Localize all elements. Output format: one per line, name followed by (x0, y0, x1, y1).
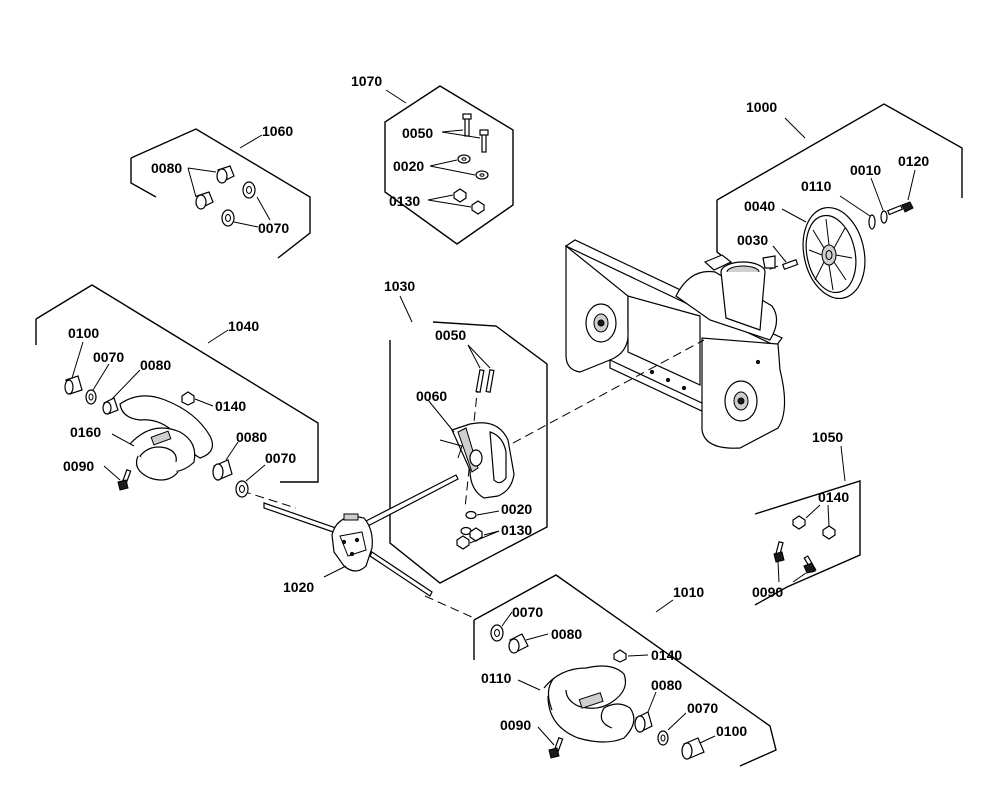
label-0120: 0120 (898, 153, 929, 169)
label-1000: 1000 (746, 99, 777, 115)
label-1030: 1030 (384, 278, 415, 294)
label-0070-a: 0070 (258, 220, 289, 236)
label-0020-a: 0020 (393, 158, 424, 174)
label-1070: 1070 (351, 73, 382, 89)
label-0010: 0010 (850, 162, 881, 178)
group-1030: 1030 0050 0060 0020 0130 (384, 278, 548, 584)
label-0070-c: 0070 (265, 450, 296, 466)
auger-housing (564, 239, 786, 449)
label-0140-b: 0140 (818, 489, 849, 505)
label-0050-b: 0050 (435, 327, 466, 343)
label-1060: 1060 (262, 123, 293, 139)
wheel-0040 (802, 206, 866, 300)
group-1070: 1070 0050 0020 0130 (351, 73, 514, 245)
label-0110: 0110 (801, 178, 832, 194)
group-1000: 1000 0040 0030 0110 0010 (716, 99, 963, 300)
label-0070-d: 0070 (512, 604, 543, 620)
impeller-0060 (439, 422, 515, 499)
label-0100-b: 0100 (716, 723, 747, 739)
label-1020: 1020 (283, 579, 314, 595)
group-1010: 1010 0070 0080 0140 0110 0080 0070 (473, 574, 777, 767)
label-1050: 1050 (812, 429, 843, 445)
label-0160: 0160 (70, 424, 101, 440)
label-0090-c: 0090 (500, 717, 531, 733)
bushing-0080-b (195, 191, 214, 210)
label-0070-b: 0070 (93, 349, 124, 365)
label-0080-a: 0080 (151, 160, 182, 176)
gearbox-1020: 1020 (263, 474, 459, 597)
label-0030: 0030 (737, 232, 768, 248)
label-0080-b: 0080 (140, 357, 171, 373)
label-0100-a: 0100 (68, 325, 99, 341)
group-1060: 1060 0080 0070 (130, 123, 311, 259)
auger-0160 (119, 395, 213, 481)
label-0130-b: 0130 (501, 522, 532, 538)
label-1010: 1010 (673, 584, 704, 600)
label-0050-a: 0050 (402, 125, 433, 141)
label-0040: 0040 (744, 198, 775, 214)
label-0130-a: 0130 (389, 193, 420, 209)
label-0060: 0060 (416, 388, 447, 404)
bushing-0080-a (216, 165, 235, 184)
label-0020-b: 0020 (501, 501, 532, 517)
bolt-0050 (462, 113, 489, 153)
group-1050: 1050 0140 0090 (752, 429, 861, 606)
label-0140-c: 0140 (651, 647, 682, 663)
label-0080-d: 0080 (551, 626, 582, 642)
label-0080-e: 0080 (651, 677, 682, 693)
label-0090-a: 0090 (63, 458, 94, 474)
label-0070-e: 0070 (687, 700, 718, 716)
label-1040: 1040 (228, 318, 259, 334)
label-0140-a: 0140 (215, 398, 246, 414)
auger-0110 (543, 665, 635, 743)
group-1040: 1040 0100 0070 0080 0160 0090 0140 (35, 284, 319, 498)
label-0090-b: 0090 (752, 584, 783, 600)
label-0080-c: 0080 (236, 429, 267, 445)
label-0110-b: 0110 (481, 670, 512, 686)
